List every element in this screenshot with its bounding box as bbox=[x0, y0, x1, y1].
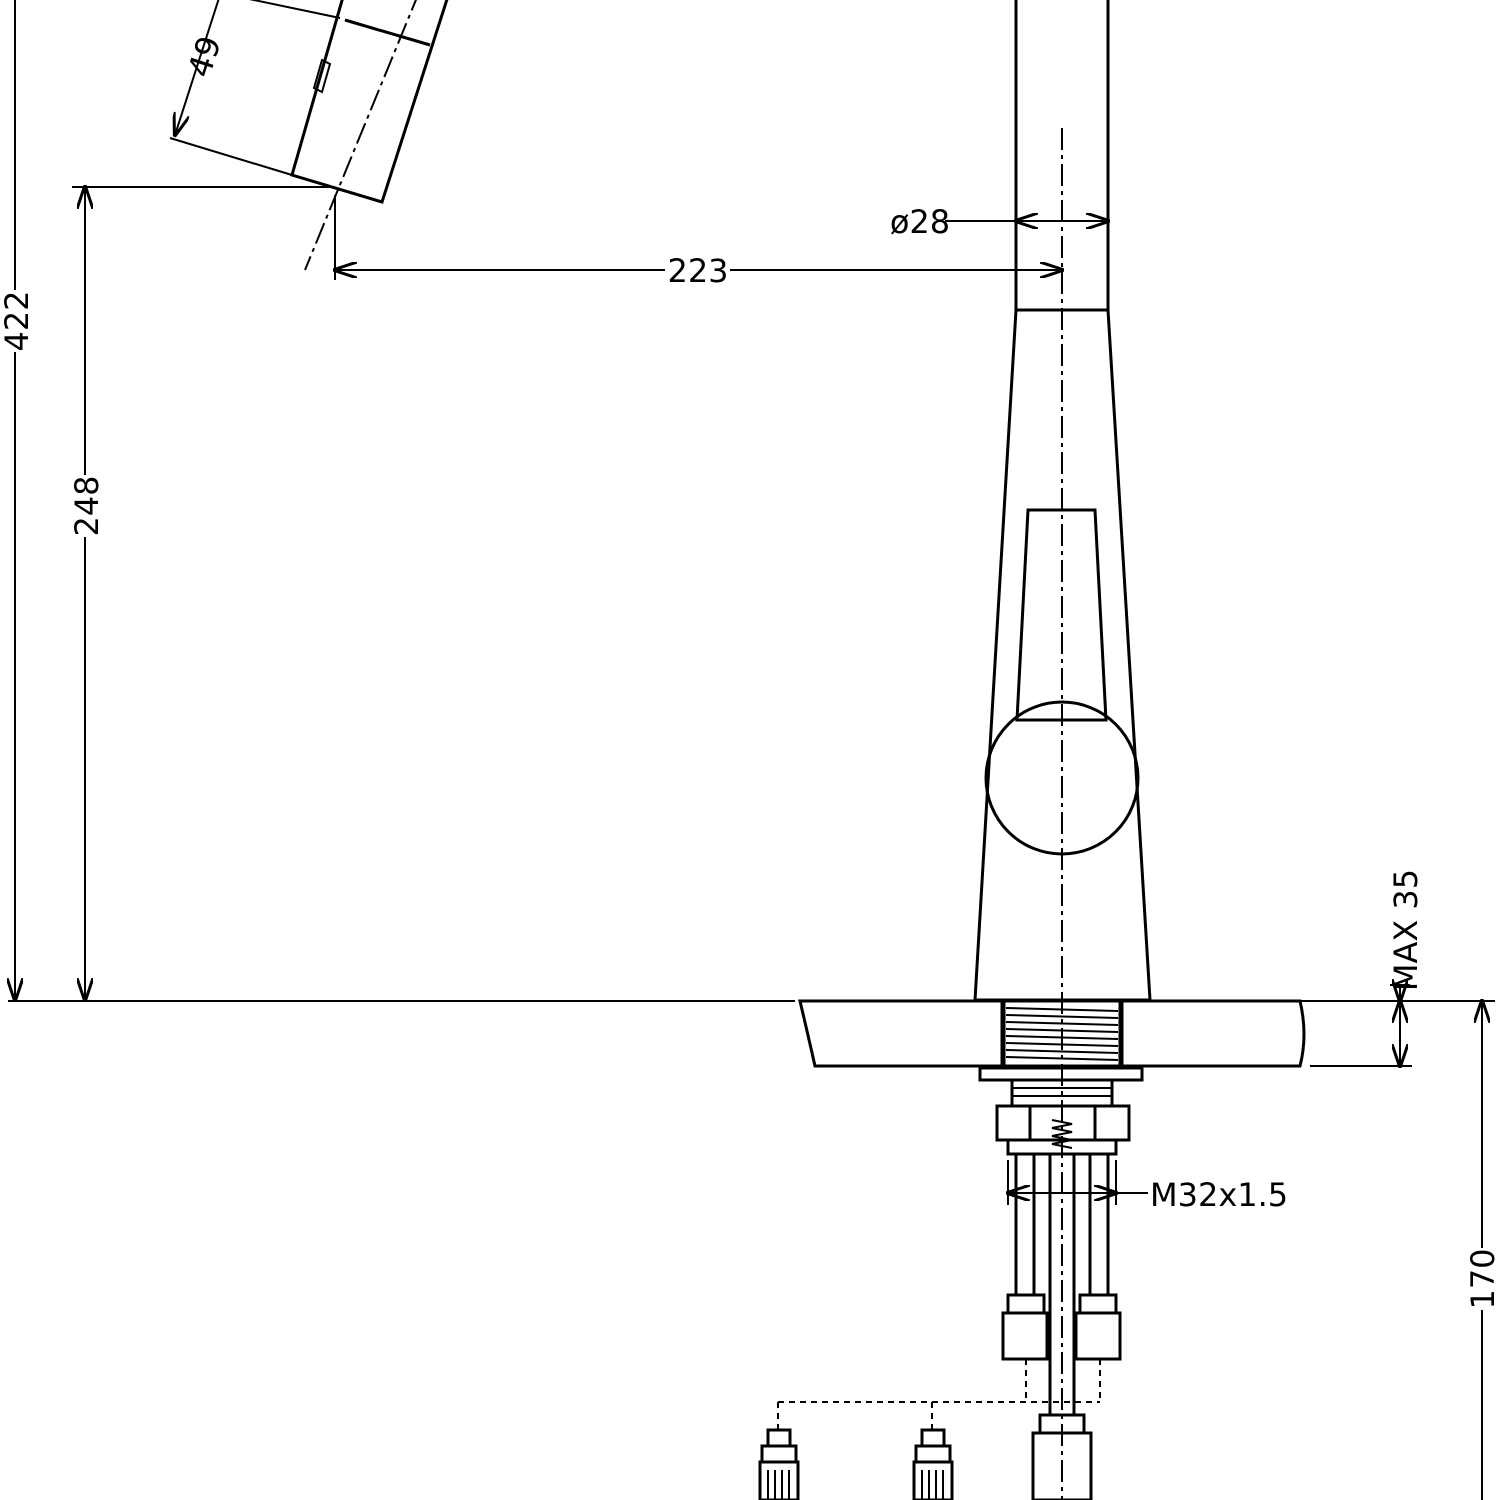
angle-valves bbox=[758, 1428, 954, 1500]
dim-422-label: 422 bbox=[0, 290, 36, 351]
dim-diameter-label: ø28 bbox=[890, 203, 950, 241]
dim-max35-label: MAX 35 bbox=[1387, 869, 1425, 991]
dim-223-label: 223 bbox=[667, 252, 728, 290]
faucet-body bbox=[973, 0, 1152, 1500]
countertop bbox=[8, 999, 1495, 1068]
height-dimensions: 422 248 bbox=[0, 0, 330, 1000]
dim-248-label: 248 bbox=[68, 475, 106, 536]
thread-dimension: M32x1.5 bbox=[1008, 1160, 1288, 1214]
hose-depth-dimension: 170 bbox=[1464, 1001, 1500, 1500]
threaded-shank bbox=[978, 999, 1144, 1156]
spray-head bbox=[290, 0, 449, 271]
reach-dimension: 223 bbox=[335, 195, 1062, 290]
dim-170-label: 170 bbox=[1464, 1248, 1500, 1309]
dim-49-label: 49 bbox=[180, 31, 229, 81]
diameter-dimension: ø28 bbox=[890, 203, 1108, 241]
dim-thread-label: M32x1.5 bbox=[1150, 1176, 1288, 1214]
deck-thickness-dimension: MAX 35 bbox=[1310, 869, 1425, 1066]
